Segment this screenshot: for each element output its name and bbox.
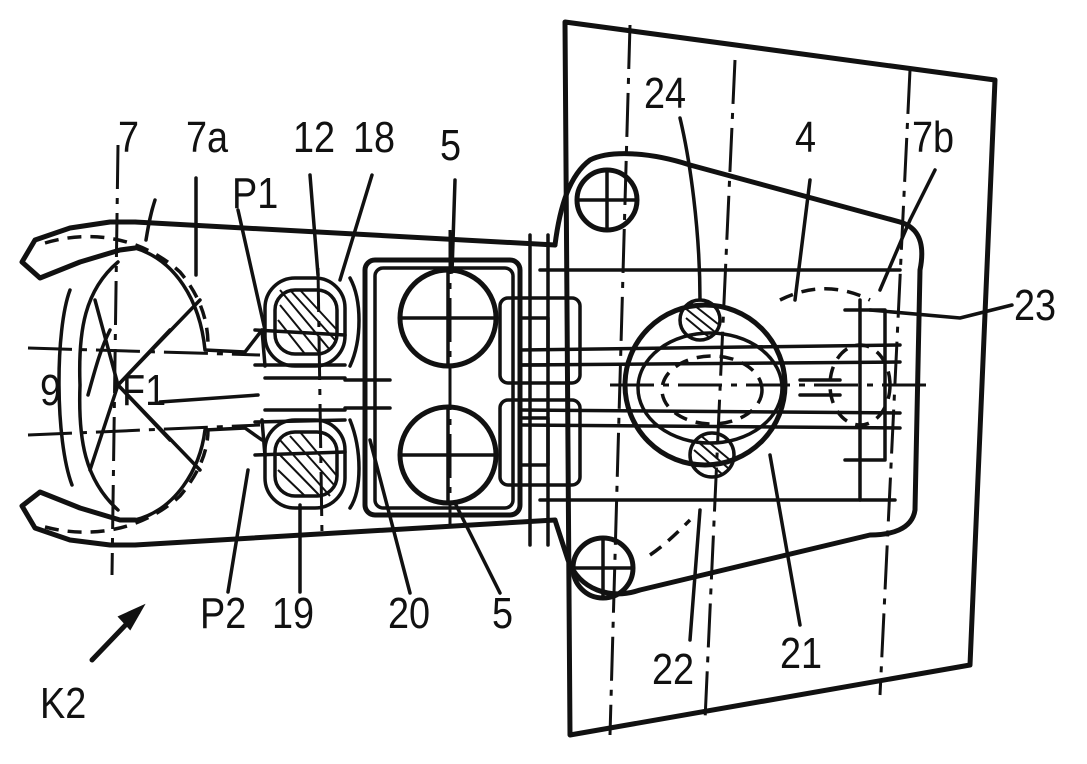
label-4: 4 — [795, 112, 816, 161]
base-plate-4 — [562, 19, 998, 738]
label-20: 20 — [388, 588, 430, 637]
mount-plate-20 — [362, 233, 582, 547]
label-23: 23 — [1014, 280, 1056, 329]
label-9: 9 — [40, 365, 61, 414]
screw-5-bottom — [397, 404, 499, 506]
label-22: 22 — [652, 644, 694, 693]
hinge-arm-7 — [19, 219, 558, 548]
hinge-cup-housing — [538, 151, 925, 597]
spring-area-f1 — [263, 276, 392, 510]
label-18: 18 — [353, 112, 395, 161]
label-5-bottom: 5 — [492, 588, 513, 637]
label-19: 19 — [272, 588, 314, 637]
roller-p1 — [253, 276, 347, 368]
label-p1: P1 — [232, 168, 278, 217]
label-7b: 7b — [912, 112, 954, 161]
fork-circle-9 — [57, 260, 202, 512]
reference-labels: 7 7a 12 18 5 24 4 7b P1 23 9 F1 P2 19 20… — [40, 68, 1056, 727]
label-21: 21 — [780, 628, 822, 677]
knuckle-assembly — [518, 298, 902, 502]
screw-5-top — [397, 267, 499, 369]
label-7: 7 — [118, 112, 139, 161]
label-p2: P2 — [200, 588, 246, 637]
label-24: 24 — [644, 68, 686, 117]
leader-lines — [86, 116, 1014, 642]
view-arrow-k2 — [89, 603, 146, 663]
label-5-top: 5 — [440, 120, 461, 169]
label-f1: F1 — [122, 365, 166, 414]
label-7a: 7a — [186, 112, 228, 161]
cup-screw-top — [574, 167, 640, 233]
cup-screw-bottom — [570, 535, 636, 601]
label-12: 12 — [293, 112, 335, 161]
roller-p2 — [253, 418, 347, 510]
label-k2: K2 — [40, 678, 86, 727]
